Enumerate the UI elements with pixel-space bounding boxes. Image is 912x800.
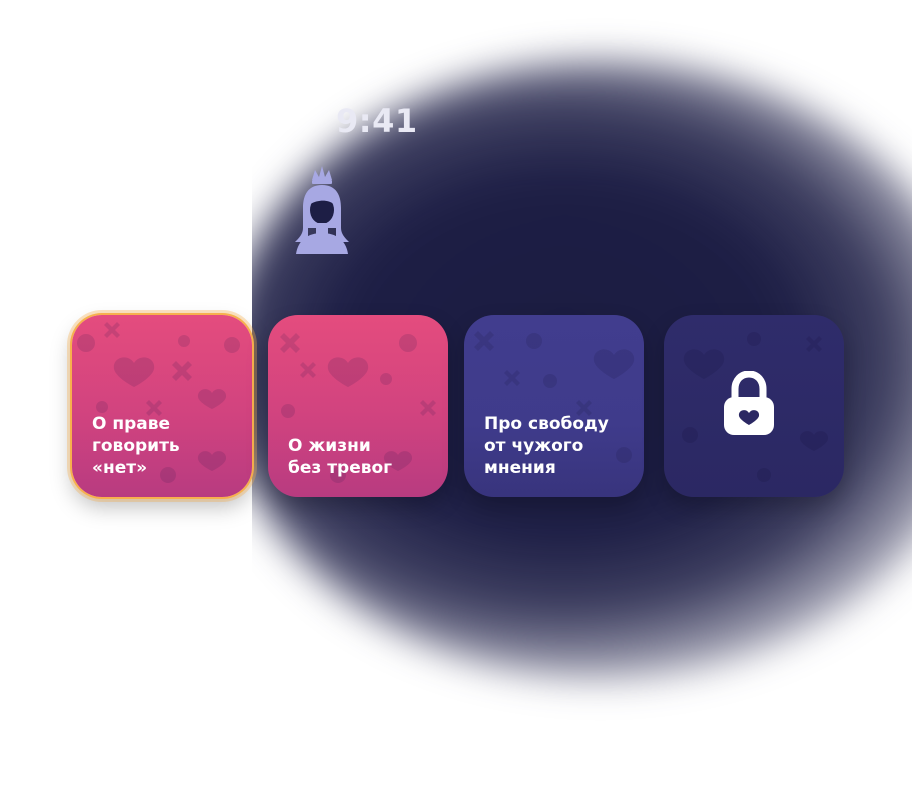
card-label: О жизни без тревог <box>288 436 393 478</box>
card-locked[interactable] <box>664 315 844 497</box>
status-time: 9:41 <box>336 102 418 140</box>
pattern-decoration <box>280 333 436 483</box>
card-right-to-say-no[interactable]: О праве говорить «нет» <box>72 315 252 497</box>
pattern-decoration <box>77 322 240 483</box>
card-life-without-anxiety[interactable]: О жизни без тревог <box>268 315 448 497</box>
princess-avatar-icon[interactable] <box>290 166 354 254</box>
lock-heart-icon <box>721 370 777 437</box>
pattern-decoration <box>682 332 829 482</box>
card-label: Про свободу от чужого мнения <box>484 414 609 478</box>
pattern-decoration <box>474 331 635 463</box>
card-freedom-from-others-opinion[interactable]: Про свободу от чужого мнения <box>464 315 644 497</box>
card-label: О праве говорить «нет» <box>92 414 180 478</box>
